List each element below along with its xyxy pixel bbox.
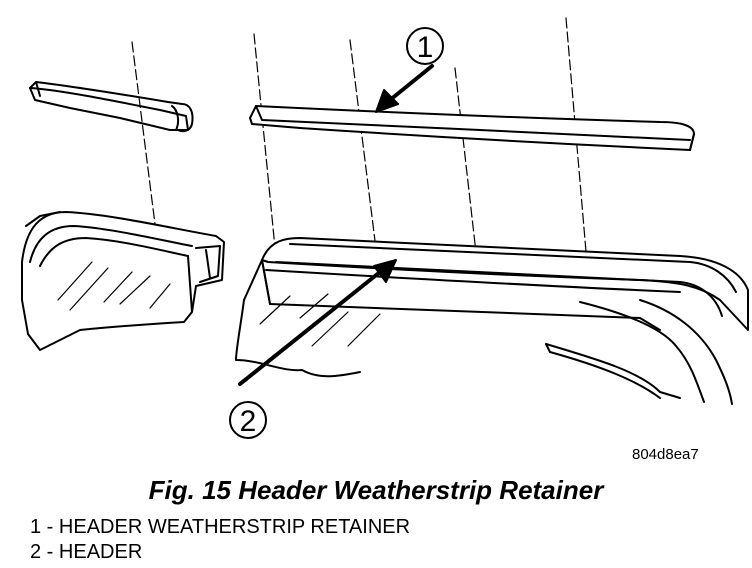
header-weatherstrip-retainer — [249, 105, 695, 151]
legend-number: 2 — [30, 541, 42, 563]
callout-1: 1 — [375, 27, 444, 113]
legend-separator: - — [41, 541, 59, 563]
figure-code: 804d8ea7 — [632, 446, 699, 463]
windshield-section-left — [21, 211, 225, 351]
retainer-end-piece — [29, 81, 194, 133]
callout-2-number: 2 — [240, 405, 257, 438]
callout-1-number: 1 — [417, 31, 434, 64]
legend-label: HEADER — [58, 541, 143, 563]
header-roof-section — [235, 237, 749, 405]
legend-number: 1 — [30, 516, 42, 538]
legend-item-1: 1 - HEADER WEATHERSTRIP RETAINER — [30, 515, 410, 540]
alignment-lines — [131, 17, 589, 276]
callout-2: 2 — [229, 259, 397, 439]
figure-caption: Fig. 15 Header Weatherstrip Retainer — [148, 475, 604, 505]
legend: 1 - HEADER WEATHERSTRIP RETAINER 2 - HEA… — [30, 515, 410, 565]
illustration: 1 2 — [21, 17, 749, 439]
legend-label: HEADER WEATHERSTRIP RETAINER — [58, 516, 411, 538]
legend-item-2: 2 - HEADER — [30, 540, 410, 565]
legend-separator: - — [41, 516, 59, 538]
